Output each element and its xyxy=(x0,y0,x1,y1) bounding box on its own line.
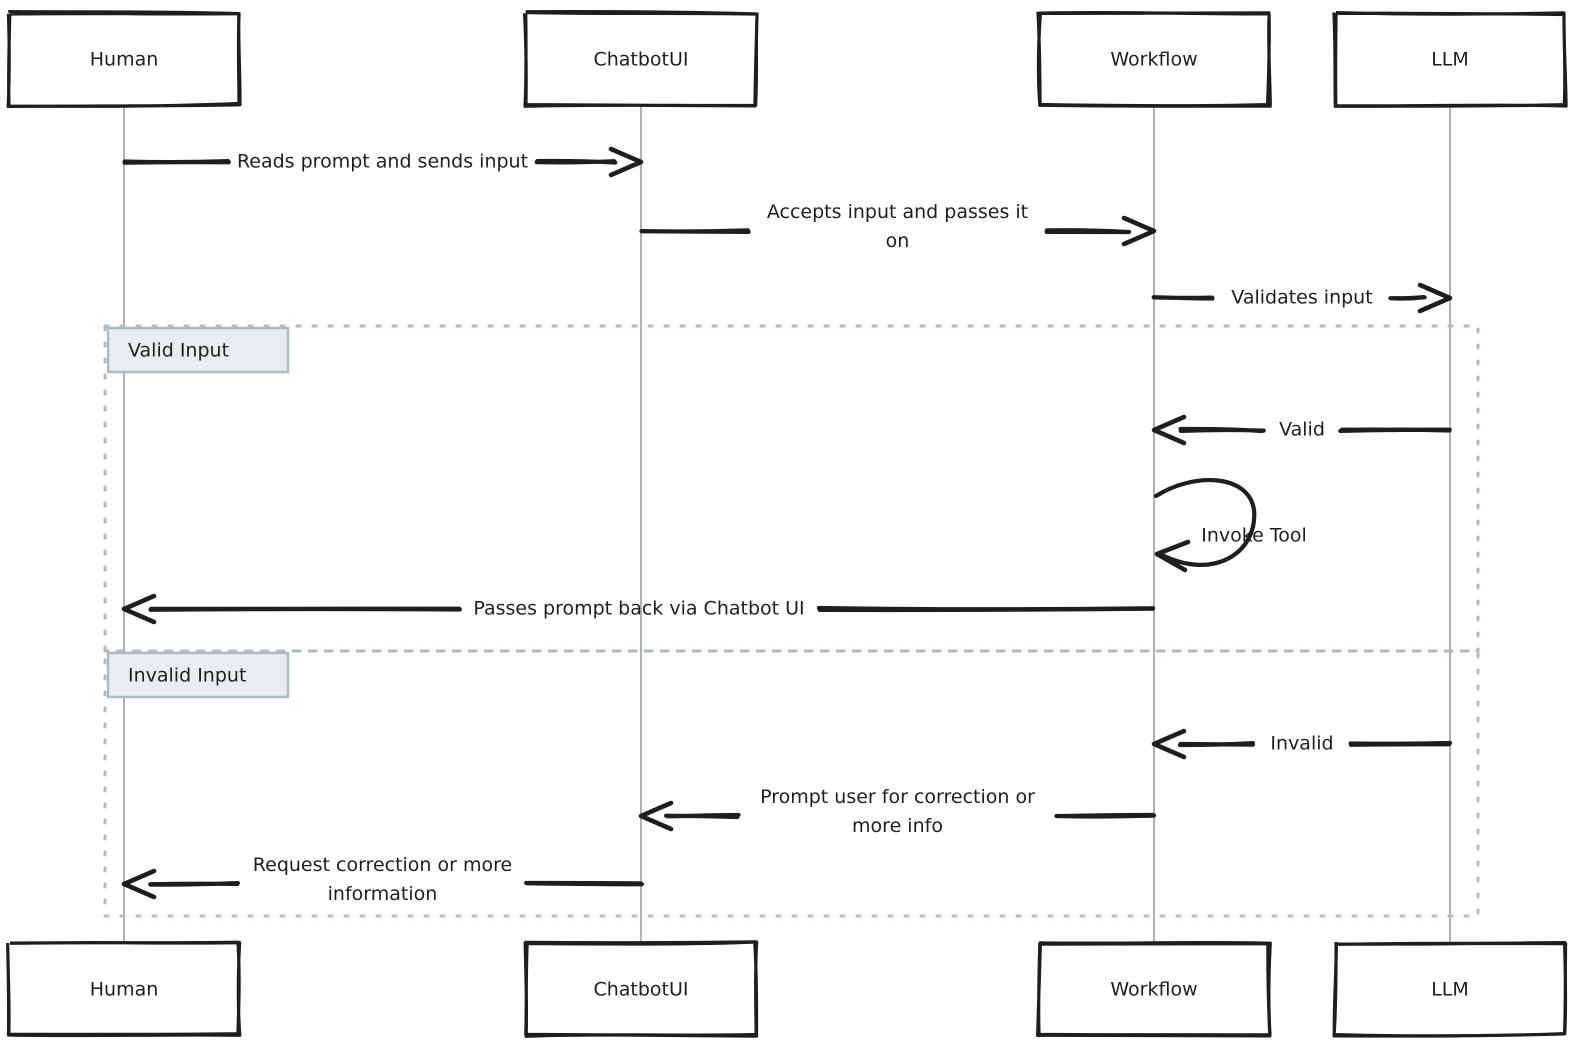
message-arrowhead-m5 xyxy=(1154,539,1191,573)
message-line-m1-right xyxy=(534,158,618,165)
participant-chatbotui-top[interactable]: ChatbotUI xyxy=(522,10,759,108)
message-line-m4-right xyxy=(1338,427,1452,434)
message-label-m9-line2: information xyxy=(328,883,438,905)
message-label-m7: Invalid xyxy=(1270,733,1333,755)
participant-label-chatbotui: ChatbotUI xyxy=(593,49,688,71)
message-line-m9-right xyxy=(524,880,645,887)
message-line-m2-right xyxy=(1044,228,1132,235)
message-label-m2-line2: on xyxy=(886,230,910,252)
message-arrowhead-m4 xyxy=(1151,414,1187,446)
participant-llm-bottom[interactable]: LLM xyxy=(1332,941,1568,1038)
participant-box-chatbotui xyxy=(523,940,759,1038)
participant-box-chatbotui xyxy=(522,10,759,108)
message-line-m3-right xyxy=(1388,294,1427,301)
lifelines-layer xyxy=(123,105,1451,943)
message-m5[interactable]: Invoke Tool xyxy=(1153,478,1307,573)
message-line-m9-left xyxy=(148,880,240,887)
message-label-m2-line1: Accepts input and passes it xyxy=(767,201,1028,223)
participant-box-workflow xyxy=(1036,10,1272,108)
message-arrowhead-m3 xyxy=(1417,282,1453,314)
participant-box-llm xyxy=(1332,10,1568,108)
group-label-valid-input: Valid Input xyxy=(128,340,229,362)
participant-label-workflow: Workflow xyxy=(1110,979,1197,1001)
participant-workflow-bottom[interactable]: Workflow xyxy=(1036,940,1272,1038)
message-line-m4-left xyxy=(1178,426,1266,434)
message-arrowhead-m6 xyxy=(121,593,157,625)
message-m3[interactable]: Validates input xyxy=(1151,282,1453,314)
message-label-m8-line2: more info xyxy=(852,815,943,837)
message-line-m5-a xyxy=(1153,478,1257,513)
message-arrowhead-m7 xyxy=(1151,728,1187,760)
message-line-m5-b xyxy=(1157,507,1257,567)
participant-chatbotui-bottom[interactable]: ChatbotUI xyxy=(523,940,759,1038)
participant-box-llm xyxy=(1332,941,1568,1038)
message-m1[interactable]: Reads prompt and sends input xyxy=(122,146,644,178)
group-fragment-invalid-input: Invalid Input xyxy=(103,649,1480,918)
participant-label-llm: LLM xyxy=(1431,49,1469,71)
message-arrowhead-m2 xyxy=(1121,215,1157,247)
participant-box-workflow xyxy=(1036,940,1272,1038)
message-label-m6: Passes prompt back via Chatbot UI xyxy=(473,598,804,620)
message-m7[interactable]: Invalid xyxy=(1151,728,1453,760)
participant-label-chatbotui: ChatbotUI xyxy=(593,979,688,1001)
actor-boxes-top: Human ChatbotUI Workflow LLM xyxy=(6,10,1568,109)
message-line-m3-left xyxy=(1151,295,1215,301)
message-line-m7-right xyxy=(1348,740,1453,747)
participant-label-human: Human xyxy=(90,979,159,1001)
message-m2[interactable]: Accepts input and passes it on xyxy=(639,201,1157,252)
message-arrowhead-m9 xyxy=(121,868,157,900)
message-label-m5: Invoke Tool xyxy=(1201,525,1306,547)
participant-box-human xyxy=(6,940,242,1038)
actor-boxes-bottom: Human ChatbotUI Workflow LLM xyxy=(6,940,1568,1038)
participant-human-top[interactable]: Human xyxy=(6,10,242,109)
message-line-m6-left xyxy=(148,606,462,612)
participant-label-workflow: Workflow xyxy=(1110,49,1197,71)
message-label-m8-line1: Prompt user for correction or xyxy=(760,786,1035,808)
message-line-m8-right xyxy=(1054,812,1157,819)
participant-box-human xyxy=(6,10,242,109)
message-arrowhead-m1 xyxy=(608,146,644,178)
group-label-box-valid-input xyxy=(106,326,290,374)
group-fragment-border-invalid-input xyxy=(103,649,1480,918)
message-m8[interactable]: Prompt user for correction or more info xyxy=(638,786,1157,837)
message-m4[interactable]: Valid xyxy=(1151,414,1452,446)
message-m9[interactable]: Request correction or more information xyxy=(121,854,645,905)
message-label-m3: Validates input xyxy=(1231,287,1372,309)
participant-llm-top[interactable]: LLM xyxy=(1332,10,1568,108)
message-label-m1: Reads prompt and sends input xyxy=(237,151,528,173)
group-label-box-invalid-input xyxy=(106,651,290,699)
message-label-m9-line1: Request correction or more xyxy=(253,854,512,876)
participant-label-human: Human xyxy=(90,49,159,71)
message-line-m8-left xyxy=(663,812,741,820)
message-label-m4: Valid xyxy=(1279,419,1325,441)
message-line-m6-right xyxy=(816,605,1156,613)
message-line-m1-left xyxy=(122,159,231,165)
participant-human-bottom[interactable]: Human xyxy=(6,940,242,1038)
group-label-invalid-input: Invalid Input xyxy=(128,665,246,687)
message-line-m2-left xyxy=(639,228,751,234)
message-line-m7-left xyxy=(1177,740,1255,748)
message-arrowhead-m8 xyxy=(638,800,674,832)
participant-label-llm: LLM xyxy=(1431,979,1469,1001)
message-m6[interactable]: Passes prompt back via Chatbot UI xyxy=(121,593,1156,625)
participant-workflow-top[interactable]: Workflow xyxy=(1036,10,1272,108)
